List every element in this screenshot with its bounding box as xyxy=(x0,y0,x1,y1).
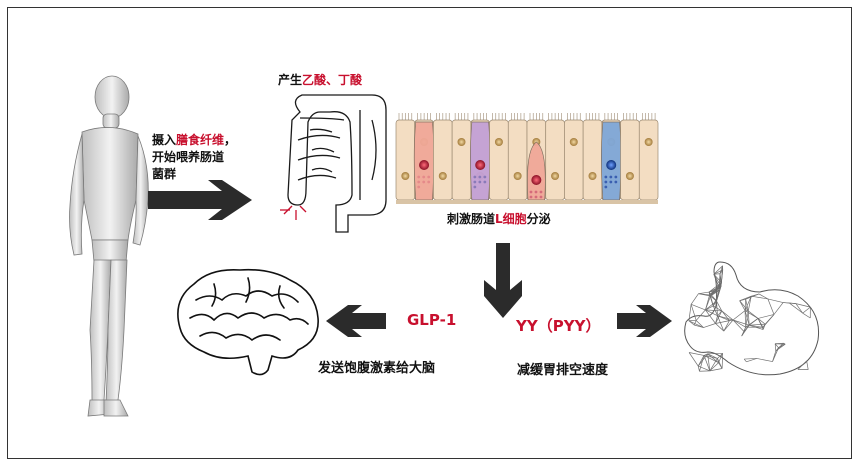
intake-prefix: 摄入 xyxy=(152,133,177,147)
brain-icon xyxy=(177,268,319,376)
intake-suffix: ， xyxy=(224,133,237,147)
acid-label: 产生乙酸、丁酸 xyxy=(278,72,362,89)
arrow-to-stomach-icon xyxy=(617,305,672,337)
pyy-label: YY（PYY） xyxy=(516,317,601,335)
stomach-caption: 减缓胃排空速度 xyxy=(517,363,609,378)
stimulate-label: 刺激肠道L细胞分泌 xyxy=(447,211,551,228)
stomach-icon xyxy=(684,261,820,376)
intake-line3: 菌群 xyxy=(152,167,177,181)
stimulate-prefix: 刺激肠道 xyxy=(447,212,496,226)
acid-prefix: 产生 xyxy=(278,73,303,87)
arrow-to-intestine-icon xyxy=(148,180,252,220)
acid-highlight: 乙酸、丁酸 xyxy=(302,73,363,87)
intake-line2: 开始喂养肠道 xyxy=(152,150,225,164)
diagram-frame xyxy=(7,7,852,459)
intestinal-cells xyxy=(395,113,659,204)
spark-icon xyxy=(280,205,307,220)
brain-caption: 发送饱腹激素给大脑 xyxy=(318,361,436,376)
intestine-icon xyxy=(287,94,387,233)
arrow-down-icon xyxy=(484,243,522,318)
glp-label: GLP-1 xyxy=(407,311,457,329)
arrow-to-brain-icon xyxy=(326,305,386,337)
human-figure xyxy=(69,75,149,417)
intake-label: 摄入膳食纤维， 开始喂养肠道 菌群 xyxy=(152,132,236,183)
stimulate-highlight: L细胞 xyxy=(495,212,527,226)
stimulate-suffix: 分泌 xyxy=(526,212,551,226)
intake-highlight: 膳食纤维 xyxy=(176,133,225,147)
